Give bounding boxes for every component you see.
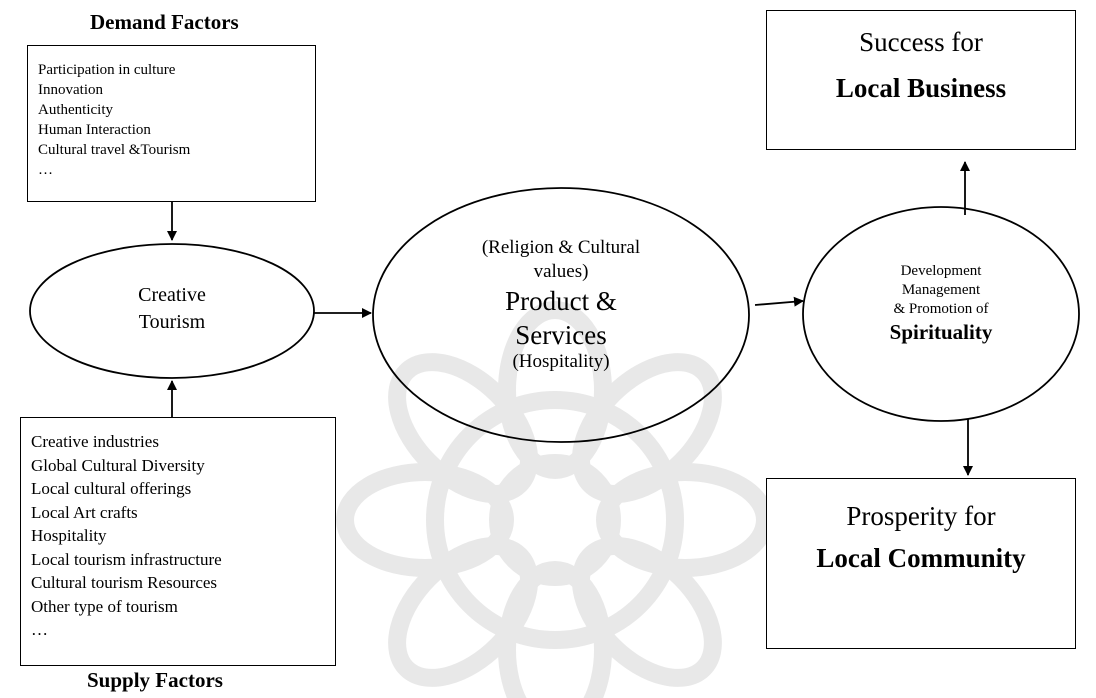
- supply-factors-list: Creative industries Global Cultural Dive…: [31, 430, 222, 642]
- list-item: …: [31, 620, 48, 639]
- list-item: Cultural tourism Resources: [31, 573, 218, 592]
- product-services-ellipse: [372, 187, 750, 443]
- list-item: Participation in culture: [38, 62, 176, 78]
- local-community-box: Prosperity for Local Community: [766, 478, 1076, 649]
- supply-factors-heading: Supply Factors: [87, 668, 223, 692]
- list-item: Other type of tourism: [31, 596, 178, 616]
- product-line-4: Services: [515, 320, 607, 350]
- list-item: Hospitality: [31, 526, 107, 545]
- local-business-line-1: Success for: [859, 27, 983, 57]
- product-line-2: values): [533, 261, 589, 282]
- local-community-label: Prosperity for Local Community: [767, 499, 1075, 575]
- demand-factors-list: Participation in culture Innovation Auth…: [38, 60, 190, 180]
- local-business-box: Success for Local Business: [766, 10, 1076, 150]
- development-ellipse: [802, 206, 1080, 422]
- creative-tourism-line-1: Creative: [138, 284, 206, 306]
- supply-factors-box: Creative industries Global Cultural Dive…: [20, 417, 336, 666]
- list-item: Local cultural offerings: [31, 479, 192, 498]
- development-label: Development Management & Promotion of Sp…: [831, 262, 1051, 345]
- product-services-label: (Religion & Cultural values) Product & S…: [411, 236, 711, 374]
- product-line-3: Product &: [505, 286, 617, 316]
- development-line-2: Management: [901, 282, 981, 298]
- list-item: Creative industries: [31, 432, 159, 451]
- list-item: Global Cultural Diversity: [31, 455, 205, 475]
- list-item: Innovation: [38, 82, 103, 98]
- local-community-line-2: Local Community: [816, 543, 1026, 573]
- demand-factors-heading: Demand Factors: [90, 10, 239, 34]
- list-item: Local tourism infrastructure: [31, 549, 222, 569]
- local-business-line-2: Local Business: [835, 73, 1007, 103]
- demand-factors-box: Participation in culture Innovation Auth…: [27, 45, 316, 202]
- product-line-1: (Religion & Cultural: [481, 237, 641, 258]
- development-line-1: Development: [900, 263, 982, 279]
- list-item: …: [38, 162, 53, 178]
- arrow-product-to-development: [754, 296, 804, 307]
- creative-tourism-label: Creative Tourism: [72, 282, 272, 336]
- list-item: Cultural travel &Tourism: [38, 142, 191, 158]
- local-community-line-1: Prosperity for: [846, 501, 996, 531]
- creative-tourism-line-2: Tourism: [138, 311, 206, 333]
- list-item: Authenticity: [38, 102, 113, 118]
- creative-tourism-ellipse: [29, 243, 315, 379]
- local-business-label: Success for Local Business: [767, 25, 1075, 105]
- product-line-5: (Hospitality): [512, 351, 610, 372]
- list-item: Local Art crafts: [31, 502, 138, 522]
- list-item: Human Interaction: [38, 122, 151, 138]
- development-line-3: & Promotion of: [893, 301, 989, 317]
- watermark-pattern: [336, 301, 774, 698]
- development-line-4: Spirituality: [889, 320, 993, 344]
